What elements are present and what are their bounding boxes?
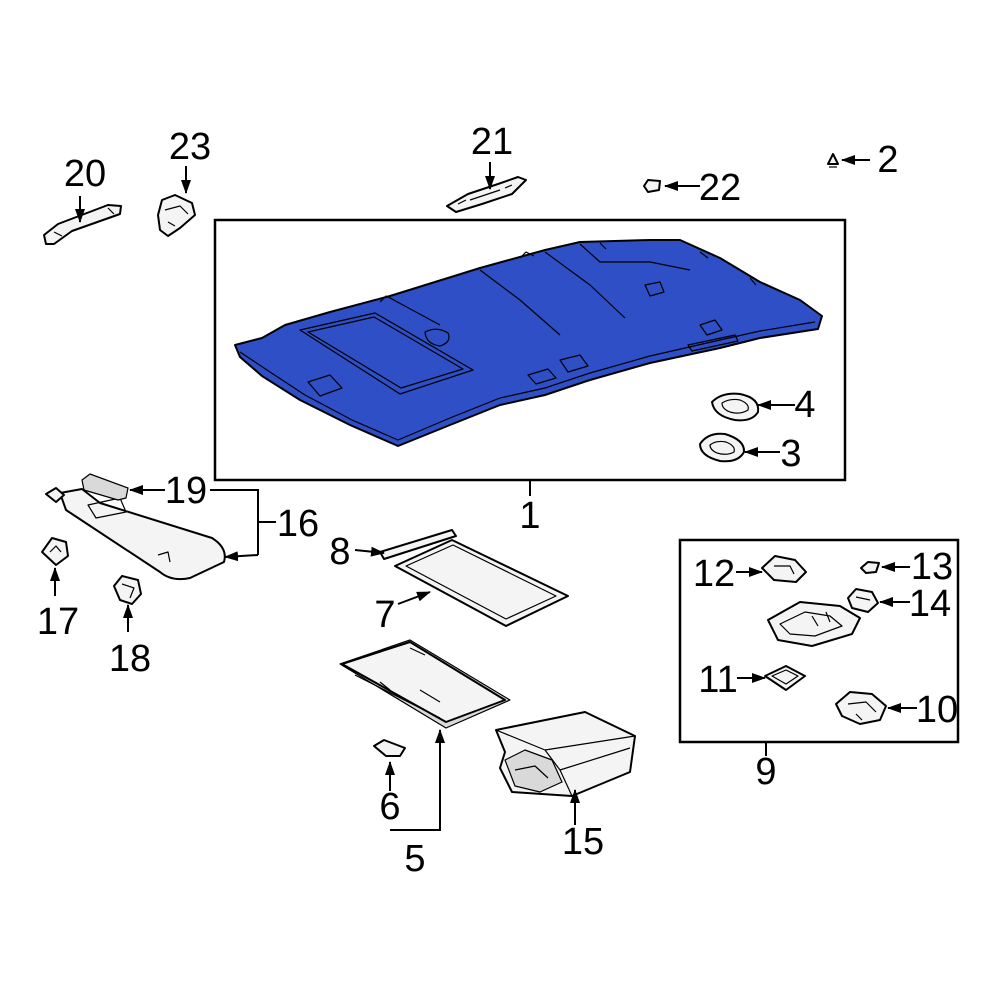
callout-8: 8	[329, 531, 350, 573]
leader-arrow-8	[354, 546, 385, 557]
leader-arrow-7	[397, 591, 431, 605]
part-8-seal-strip	[379, 529, 457, 560]
front-recess-right	[559, 354, 589, 373]
part-7-sunroof-frame	[394, 539, 569, 627]
part-14-switch	[847, 588, 879, 613]
callout-5: 5	[404, 838, 425, 880]
sunroof-opening	[299, 312, 474, 395]
part-10-lamp	[835, 691, 887, 725]
part-16-sun-visor	[45, 487, 226, 581]
part-21-assist-handle	[446, 176, 527, 213]
callout-6: 6	[379, 786, 400, 828]
roof-ridge-line	[389, 243, 691, 336]
part-6-handle-cover	[373, 739, 406, 757]
group-9-frame	[678, 538, 960, 744]
callout-20: 20	[64, 153, 106, 195]
part-22-clip	[643, 179, 661, 193]
part-2-clip	[827, 153, 839, 168]
front-recess-mid	[527, 368, 557, 385]
callout-22: 22	[699, 167, 741, 209]
front-recess-left	[307, 374, 343, 397]
callout-13: 13	[911, 546, 953, 588]
rear-clip-recess	[644, 281, 665, 297]
part-20-assist-handle	[43, 204, 122, 245]
callout-11: 11	[698, 659, 737, 701]
callout-18: 18	[109, 638, 151, 680]
leader-bracket-16	[210, 489, 259, 555]
headliner-part	[234, 239, 823, 447]
callout-16: 16	[277, 503, 319, 545]
dome-light-recess	[424, 328, 450, 347]
headliner-front-edge	[239, 321, 816, 441]
callout-3: 3	[780, 433, 801, 475]
callout-10: 10	[916, 689, 958, 731]
headliner-body	[234, 239, 823, 447]
callout-14: 14	[909, 583, 951, 625]
callout-12: 12	[693, 553, 735, 595]
part-19-mirror-cover	[81, 473, 129, 501]
leader-arrow-16	[224, 551, 259, 562]
part-11-lens	[764, 665, 806, 691]
part-3-bezel	[699, 432, 746, 463]
side-edge-notches	[379, 242, 757, 303]
callout-1: 1	[519, 495, 540, 537]
part-9-console-housing	[767, 601, 861, 647]
callout-9: 9	[755, 751, 776, 793]
callout-21: 21	[471, 121, 513, 163]
rear-handle-recess	[687, 319, 739, 352]
part-17-holder	[41, 537, 69, 566]
part-18-clip	[113, 575, 142, 605]
callout-15: 15	[562, 821, 604, 863]
part-5-sunshade	[339, 639, 511, 729]
callout-7: 7	[374, 594, 395, 636]
sunroof-opening-inner	[307, 316, 464, 389]
callout-2: 2	[877, 139, 898, 181]
part-4-bezel	[711, 392, 760, 422]
part-23-bracket	[157, 194, 196, 237]
callout-23: 23	[169, 126, 211, 168]
leader-bracket-5	[390, 744, 441, 831]
part-13-lens	[860, 561, 880, 574]
part-15-console	[495, 711, 636, 797]
part-12-lamp	[761, 555, 807, 583]
callout-19: 19	[165, 470, 207, 512]
callout-17: 17	[37, 601, 79, 643]
callout-4: 4	[794, 384, 815, 426]
